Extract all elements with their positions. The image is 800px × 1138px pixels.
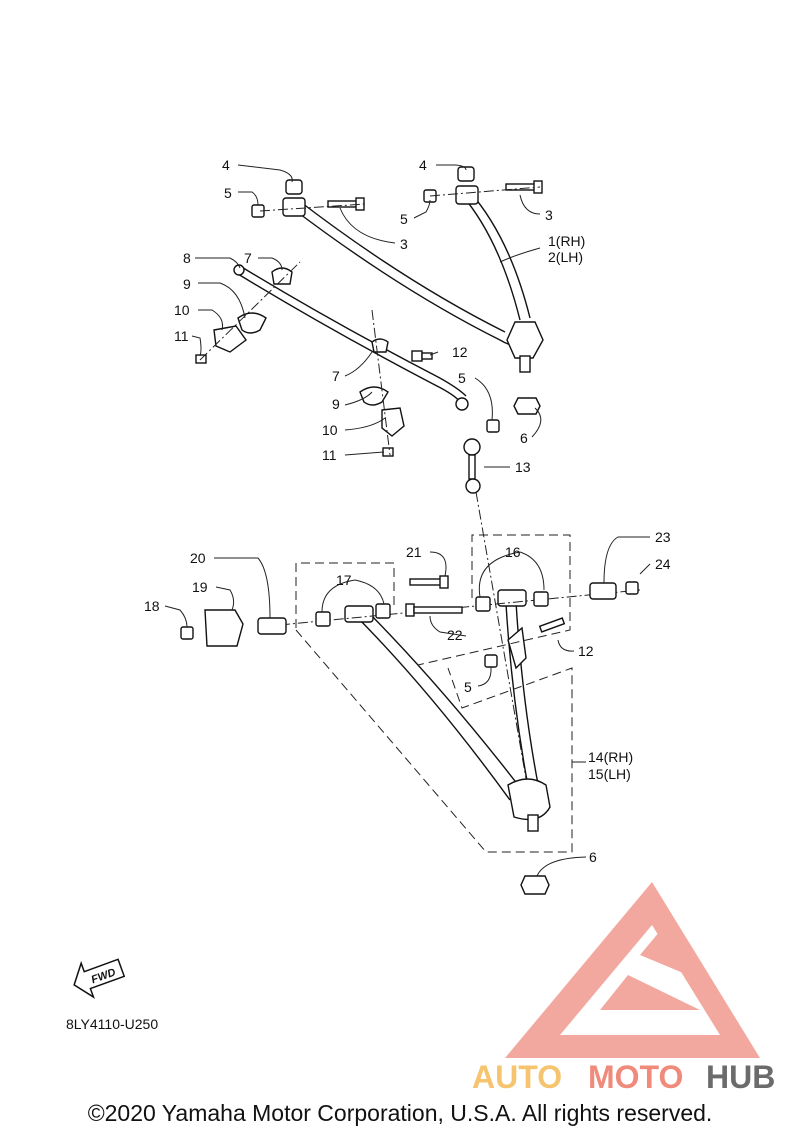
- callout-4b: 4: [419, 157, 427, 173]
- callout-17: 17: [336, 572, 352, 588]
- nut-5d: [484, 654, 498, 668]
- callout-8: 8: [183, 250, 191, 266]
- callout-6a: 6: [520, 430, 528, 446]
- bolt-3b: [505, 180, 543, 194]
- callout-15-lh: 15(LH): [588, 766, 631, 782]
- watermark-auto: AUTO: [472, 1059, 562, 1095]
- callout-5b: 5: [400, 211, 408, 227]
- bolt-11b: [382, 447, 394, 457]
- collar-20: [257, 617, 287, 635]
- fwd-arrow-icon: FWD: [73, 958, 126, 999]
- nut-18: [180, 626, 194, 640]
- callout-14-rh: 14(RH): [588, 749, 633, 765]
- bracket-9b: [359, 386, 389, 406]
- nut-6b: [520, 875, 550, 895]
- nut-24: [625, 581, 639, 595]
- callout-7b: 7: [332, 368, 340, 384]
- callout-18: 18: [144, 598, 160, 614]
- callout-22: 22: [447, 627, 463, 643]
- bracket-19: [204, 609, 244, 647]
- upper-a-arm: [282, 185, 544, 373]
- callout-3b: 3: [545, 207, 553, 223]
- callout-7a: 7: [244, 250, 252, 266]
- bolt-3a: [327, 197, 365, 211]
- callout-24: 24: [655, 556, 671, 572]
- watermark-hub: HUB: [706, 1059, 775, 1095]
- bushing-17a: [315, 611, 331, 627]
- bushing-4b: [457, 166, 475, 182]
- callout-3a: 3: [400, 236, 408, 252]
- nut-5c: [486, 419, 500, 433]
- callout-23: 23: [655, 529, 671, 545]
- callout-6b: 6: [589, 849, 597, 865]
- callout-19: 19: [192, 579, 208, 595]
- callout-1-rh: 1(RH): [548, 233, 585, 249]
- callout-21: 21: [406, 544, 422, 560]
- diagram-code: 8LY4110-U250: [66, 1016, 159, 1032]
- callout-12a: 12: [452, 344, 468, 360]
- copyright-notice: ©2020 Yamaha Motor Corporation, U.S.A. A…: [87, 1100, 713, 1126]
- group-16-box: [417, 534, 571, 666]
- callout-13: 13: [515, 459, 531, 475]
- watermark-text: AUTO MOTO HUB: [472, 1059, 775, 1095]
- callout-16: 16: [505, 544, 521, 560]
- callout-12b: 12: [578, 643, 594, 659]
- stabilizer-bar: [233, 264, 469, 411]
- bushing-16a: [475, 596, 491, 612]
- bushing-4a: [285, 179, 303, 195]
- group-17-box: [295, 562, 395, 628]
- bolt-12a: [411, 350, 433, 362]
- callout-10a: 10: [174, 302, 190, 318]
- leader-lines: [164, 164, 651, 877]
- callout-5d: 5: [464, 679, 472, 695]
- callout-2-lh: 2(LH): [548, 249, 583, 265]
- callout-9a: 9: [183, 276, 191, 292]
- callout-20: 20: [190, 550, 206, 566]
- bolt-12b: [538, 617, 566, 633]
- callout-5a: 5: [224, 185, 232, 201]
- callout-labels: 4 5 3 4 5 3 1(RH) 2(LH) 8 7 9 10 11 12 5…: [144, 157, 671, 865]
- watermark-moto: MOTO: [588, 1059, 683, 1095]
- clamp-7a: [271, 267, 293, 285]
- watermark-logo: [505, 882, 760, 1058]
- callout-10b: 10: [322, 422, 338, 438]
- lower-a-arm: [344, 589, 551, 832]
- callout-11b: 11: [322, 447, 337, 463]
- nut-6a: [513, 397, 541, 415]
- callout-5c: 5: [458, 370, 466, 386]
- bushing-17b: [375, 603, 391, 619]
- callout-11a: 11: [174, 328, 189, 344]
- bracket-9a: [237, 312, 267, 334]
- callout-9b: 9: [332, 396, 340, 412]
- callout-4a: 4: [222, 157, 230, 173]
- holder-10b: [381, 407, 405, 437]
- holder-10a: [213, 325, 247, 353]
- collar-23: [589, 582, 617, 600]
- bushing-16b: [533, 591, 549, 607]
- clamp-7b: [371, 338, 389, 353]
- bolt-22: [405, 603, 463, 617]
- group-14-box: [295, 629, 573, 853]
- bolt-21: [409, 575, 449, 589]
- stabilizer-link-13: [463, 438, 481, 494]
